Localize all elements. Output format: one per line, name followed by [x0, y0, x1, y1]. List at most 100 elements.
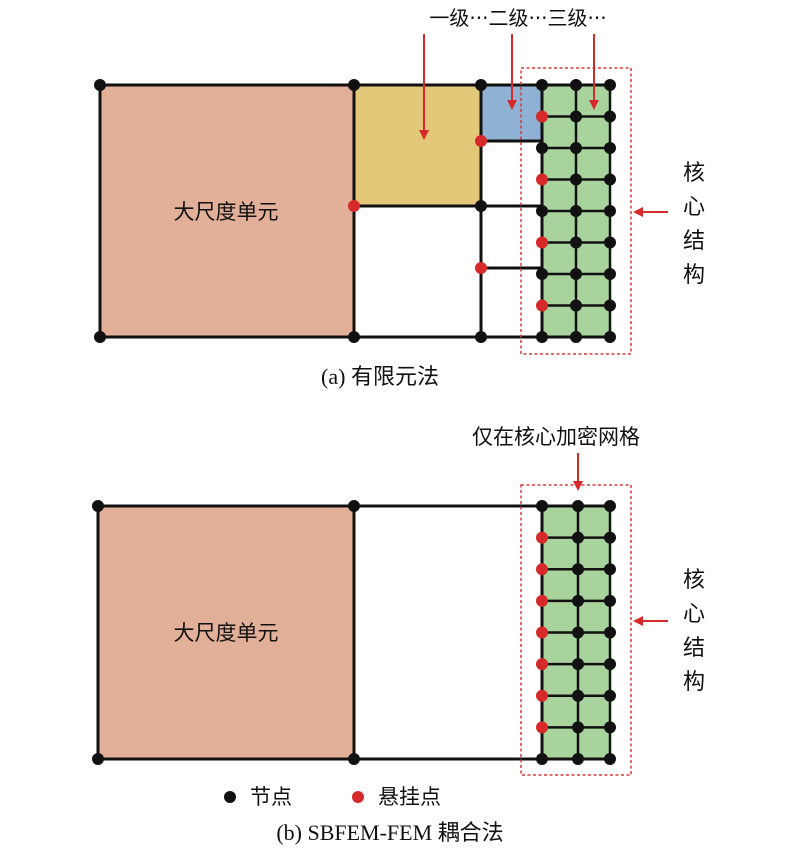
node — [536, 205, 548, 217]
core-dashed-box-a — [520, 67, 632, 355]
hanging-node — [536, 299, 548, 312]
hanging-node — [348, 200, 360, 212]
node — [572, 500, 584, 512]
core-char-b-2: 心 — [683, 602, 705, 627]
hanging-node — [536, 689, 548, 702]
large-element-a — [100, 85, 354, 337]
hanging-node — [536, 236, 548, 249]
nodes-b — [92, 500, 616, 765]
node — [94, 331, 106, 343]
core-char-b-1: 核 — [683, 568, 705, 593]
core-char-a-3: 结 — [683, 229, 705, 254]
node — [604, 500, 616, 512]
core-char-a-2: 心 — [683, 195, 705, 220]
node — [604, 79, 616, 91]
level-sep-3: ··· — [588, 6, 607, 30]
node — [570, 268, 582, 280]
level3-label: 三级 — [548, 6, 588, 30]
node — [570, 205, 582, 217]
large-element-label-a: 大尺度单元 — [174, 200, 279, 224]
hanging-node — [475, 135, 487, 147]
level-sep-2: ··· — [528, 6, 547, 30]
core-char-b-3: 结 — [683, 636, 705, 661]
level2-label: 二级 — [488, 6, 528, 30]
level1-label: 一级 — [429, 6, 469, 30]
hanging-node — [536, 626, 548, 639]
node — [572, 531, 584, 544]
node — [572, 658, 584, 671]
node — [604, 142, 616, 154]
node — [570, 331, 582, 343]
node — [604, 205, 616, 217]
core-char-b-4: 构 — [683, 670, 705, 695]
node — [348, 500, 360, 512]
core-char-a-1: 核 — [683, 161, 705, 186]
node — [572, 689, 584, 702]
node — [475, 200, 487, 212]
hanging-node — [536, 658, 548, 671]
node — [572, 563, 584, 576]
node — [604, 626, 616, 639]
node — [604, 110, 616, 123]
node — [604, 689, 616, 702]
hanging-node — [536, 173, 548, 186]
legend: 节点 悬挂点 — [224, 785, 441, 809]
node — [475, 331, 487, 343]
nodes-a — [94, 79, 616, 343]
hanging-node — [536, 531, 548, 544]
legend-node-label: 节点 — [250, 785, 292, 809]
hanging-node — [475, 262, 487, 274]
large-element-label-b: 大尺度单元 — [174, 621, 279, 645]
node — [572, 626, 584, 639]
node — [536, 753, 548, 765]
legend-node-dot — [224, 791, 236, 803]
node — [604, 753, 616, 765]
node — [536, 331, 548, 343]
node — [536, 142, 548, 154]
legend-hanging-label: 悬挂点 — [378, 785, 441, 809]
node — [570, 173, 582, 186]
node — [570, 110, 582, 123]
node — [536, 500, 548, 512]
core-char-a-4: 构 — [683, 263, 705, 288]
hanging-node — [536, 110, 548, 123]
core-label-a: 核 心 结 构 — [683, 161, 705, 288]
node — [570, 79, 582, 91]
node — [604, 594, 616, 607]
hanging-node — [536, 721, 548, 734]
node — [475, 79, 487, 91]
node — [570, 236, 582, 249]
node — [604, 299, 616, 312]
node — [604, 721, 616, 734]
large-element-b — [98, 506, 354, 759]
node — [348, 331, 360, 343]
node — [572, 721, 584, 734]
node — [536, 79, 548, 91]
node — [604, 563, 616, 576]
level1-element — [354, 85, 481, 206]
caption-b: (b) SBFEM-FEM 耦合法 — [276, 820, 503, 845]
node — [604, 268, 616, 280]
node — [92, 753, 104, 765]
node — [94, 79, 106, 91]
node — [536, 268, 548, 280]
node — [570, 142, 582, 154]
node — [348, 753, 360, 765]
node — [604, 331, 616, 343]
level-sep-1: ··· — [469, 6, 488, 30]
node — [604, 531, 616, 544]
hanging-node — [536, 563, 548, 576]
node — [92, 500, 104, 512]
node — [570, 299, 582, 312]
hanging-node — [536, 594, 548, 607]
refine-note: 仅在核心加密网格 — [472, 425, 640, 449]
node — [348, 79, 360, 91]
legend-hanging-dot — [352, 791, 364, 803]
caption-a: (a) 有限元法 — [321, 364, 439, 389]
node — [572, 753, 584, 765]
core-label-b: 核 心 结 构 — [683, 568, 705, 695]
node — [604, 658, 616, 671]
panel-a: 大尺度单元 一级···二级···三级··· 核 心 结 构 (a) 有限元法 — [94, 6, 705, 389]
node — [604, 236, 616, 249]
